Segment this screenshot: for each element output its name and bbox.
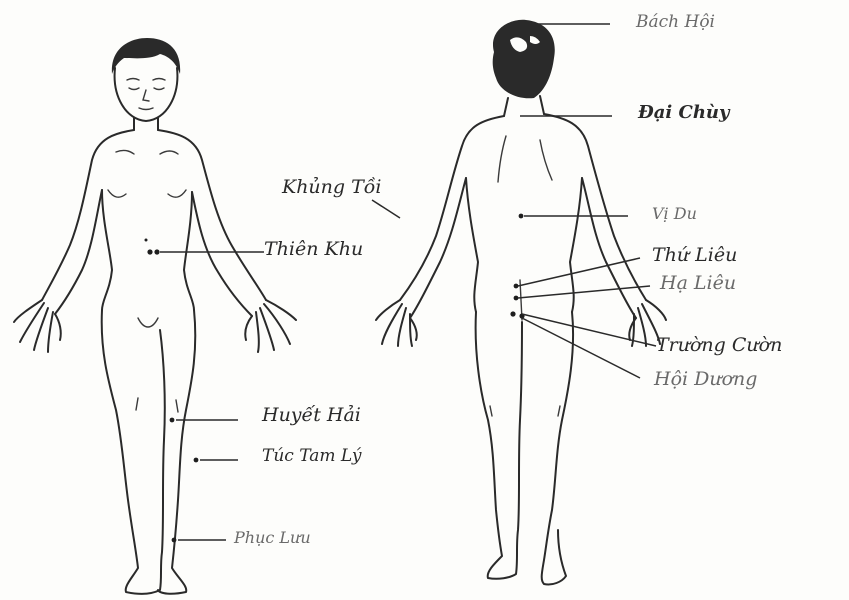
- leader-lines: [160, 24, 656, 540]
- label-tuc-tam-ly: Túc Tam Lý: [262, 448, 362, 465]
- leader-thu-lieu: [518, 258, 640, 286]
- dot-thien-khu-a: [147, 249, 152, 254]
- front-left-leg: [102, 310, 165, 594]
- label-dai-chuy: Đại Chùy: [638, 104, 729, 122]
- front-figure: [14, 38, 296, 594]
- front-left-hand: [14, 300, 61, 352]
- dot-phuc-luu: [172, 538, 177, 543]
- label-huyet-hai: Huyết Hải: [262, 406, 361, 425]
- dot-huyet-hai: [170, 418, 175, 423]
- label-khung-toi: Khủng Tồi: [282, 178, 381, 197]
- back-left-leg: [476, 312, 522, 579]
- back-torso: [466, 178, 582, 312]
- back-head: [493, 20, 555, 99]
- dot-thien-khu-b: [154, 249, 159, 254]
- back-left-hand: [376, 300, 417, 346]
- leader-ha-lieu: [518, 286, 650, 298]
- back-right-arm: [544, 114, 646, 300]
- front-head: [115, 68, 178, 121]
- dot-ha-lieu: [514, 296, 519, 301]
- back-right-leg: [542, 312, 573, 585]
- label-ha-lieu: Hạ Liêu: [660, 274, 736, 293]
- label-thu-lieu: Thứ Liêu: [652, 246, 737, 265]
- label-hoi-duong: Hội Dương: [654, 370, 757, 389]
- dot-truong-cuong: [510, 311, 515, 316]
- label-thien-khu: Thiên Khu: [264, 240, 363, 259]
- leader-hoi-duong: [522, 318, 640, 378]
- dot-thu-lieu: [514, 284, 519, 289]
- dot-tuc-tam-ly: [194, 458, 199, 463]
- label-bach-hoi: Bách Hội: [636, 14, 715, 31]
- label-truong-cuong: Trường Cườn: [656, 336, 782, 355]
- leader-khung-toi: [372, 200, 400, 218]
- label-vi-du: Vị Du: [652, 206, 697, 222]
- front-right-hand: [245, 300, 296, 352]
- front-left-arm: [42, 130, 134, 300]
- acupoint-dots: [147, 214, 524, 543]
- back-figure: [376, 20, 666, 585]
- front-torso: [102, 190, 194, 310]
- back-left-arm: [400, 116, 504, 300]
- front-hair: [112, 38, 180, 74]
- dot-vi-du: [519, 214, 524, 219]
- label-phuc-luu: Phục Lưu: [234, 530, 311, 546]
- front-right-arm: [158, 130, 266, 300]
